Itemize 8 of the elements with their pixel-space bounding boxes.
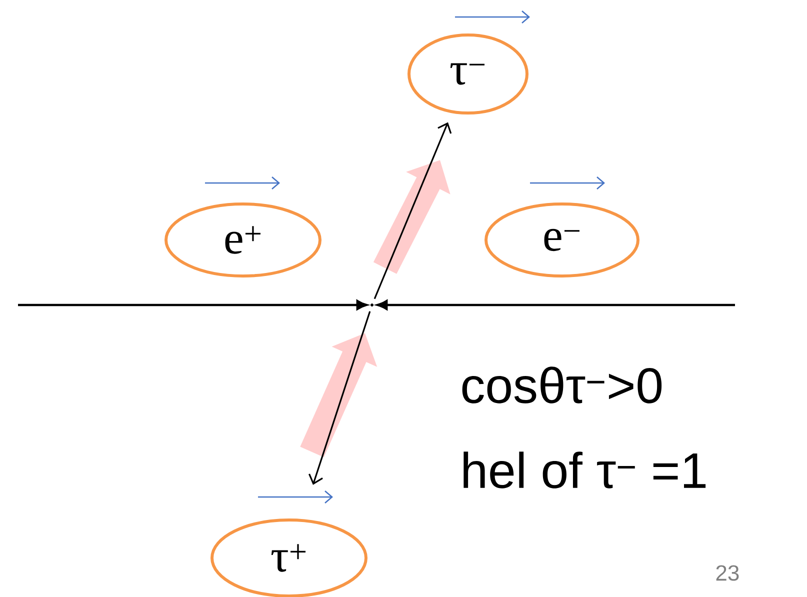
condition-text: hel of τ$^{−}$ =1 bbox=[464, 452, 706, 488]
arrow bbox=[376, 300, 735, 310]
condition-text: cosθτ$^{−}$>0 bbox=[462, 366, 662, 404]
arrow bbox=[308, 311, 371, 485]
arrow bbox=[18, 300, 368, 310]
page-number: 23 bbox=[716, 565, 739, 581]
arrow bbox=[374, 122, 452, 300]
interaction-point bbox=[370, 304, 374, 306]
